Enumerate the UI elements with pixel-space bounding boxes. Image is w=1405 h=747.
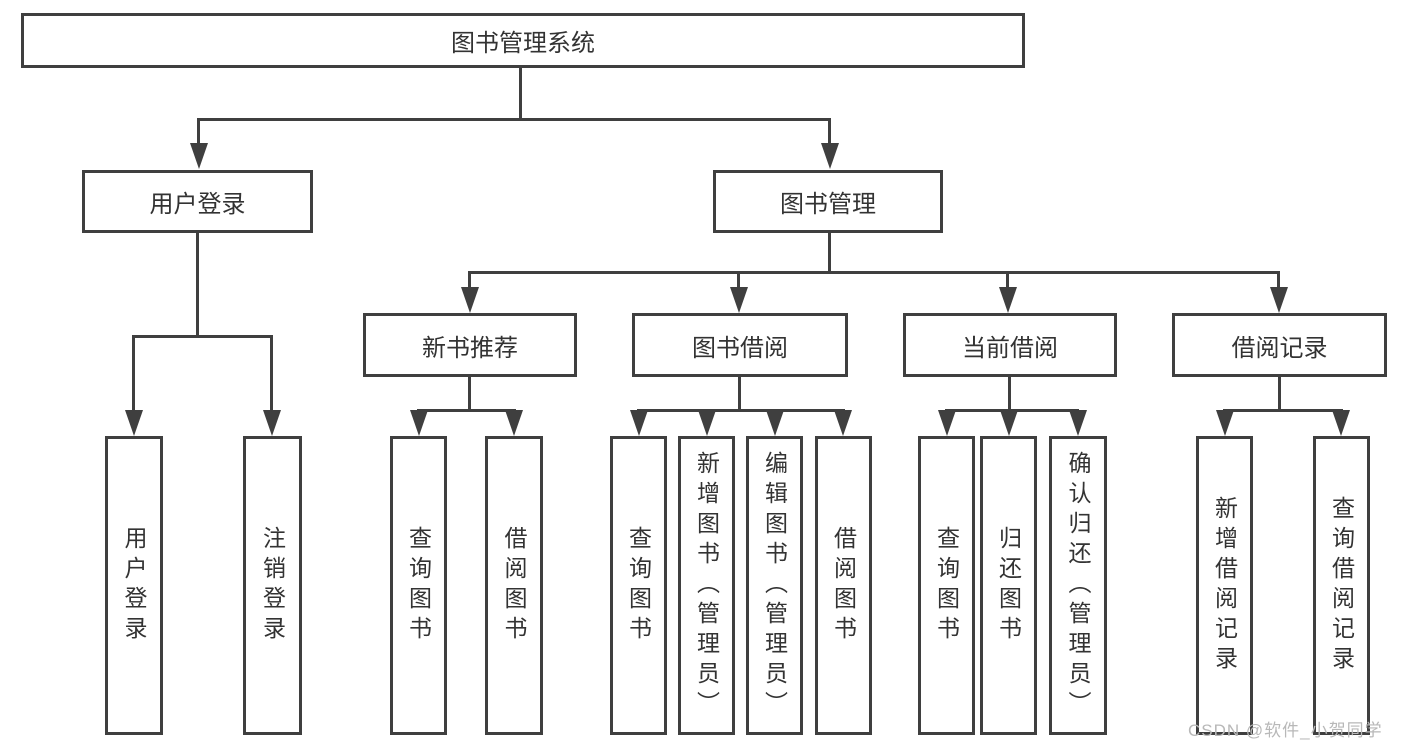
node-root-label: 图书管理系统: [451, 30, 595, 57]
connector-root-bar: [197, 118, 831, 121]
connector-user-login-right-shaft: [270, 335, 273, 412]
connector-book-mgmt-shaft-3: [1006, 271, 1009, 289]
node-borrowing-records: 借阅记录: [1172, 313, 1387, 377]
node-new-book-recommend-label: 新书推荐: [422, 334, 518, 362]
arrow-down-leaf-confirm-return: [1069, 410, 1087, 436]
arrow-down-book-borrowing: [730, 287, 748, 313]
leaf-edit-book-admin: 编辑图书（管理员）: [746, 436, 803, 735]
leaf-query-books-recommend: 查询图书: [390, 436, 447, 735]
connector-book-mgmt-shaft-1: [468, 271, 471, 289]
connector-user-login-bar: [132, 335, 273, 338]
arrow-down-new-book-recommend: [461, 287, 479, 313]
connector-current-borrow-stem: [1008, 377, 1011, 409]
arrow-down-leaf-query-recommend: [410, 410, 428, 436]
arrow-down-leaf-borrow-borrowing: [834, 410, 852, 436]
connector-new-rec-bar: [417, 409, 516, 412]
leaf-borrow-books-recommend-label: 借阅图书: [501, 525, 527, 646]
node-borrowing-records-label: 借阅记录: [1231, 334, 1328, 362]
leaf-add-book-admin: 新增图书（管理员）: [678, 436, 735, 735]
node-book-borrowing-label: 图书借阅: [692, 334, 788, 362]
node-book-management: 图书管理: [713, 170, 943, 233]
arrow-down-leaf-add-record: [1216, 410, 1234, 436]
node-book-borrowing: 图书借阅: [632, 313, 848, 377]
connector-book-mgmt-bar: [468, 271, 1280, 274]
leaf-borrow-books-borrowing: 借阅图书: [815, 436, 872, 735]
arrow-down-current-borrowing: [999, 287, 1017, 313]
leaf-query-borrow-record: 查询借阅记录: [1313, 436, 1370, 735]
arrow-down-borrowing-records: [1270, 287, 1288, 313]
arrow-down-book-management: [821, 143, 839, 169]
connector-book-mgmt-stem: [828, 233, 831, 271]
node-root: 图书管理系统: [21, 13, 1025, 68]
node-current-borrowing: 当前借阅: [903, 313, 1117, 377]
arrow-down-leaf-query-borrowing: [630, 410, 648, 436]
arrow-down-leaf-user-login: [125, 410, 143, 436]
node-user-login: 用户登录: [82, 170, 313, 233]
leaf-logout: 注销登录: [243, 436, 302, 735]
connector-root-right-shaft: [828, 118, 831, 146]
leaf-query-books-current: 查询图书: [918, 436, 975, 735]
leaf-edit-book-admin-label: 编辑图书（管理员）: [761, 450, 788, 721]
leaf-query-books-borrowing: 查询图书: [610, 436, 667, 735]
connector-new-rec-stem: [468, 377, 471, 409]
connector-user-login-left-shaft: [132, 335, 135, 412]
watermark: CSDN @软件_小贺同学: [1188, 721, 1383, 740]
connector-book-mgmt-shaft-4: [1277, 271, 1280, 289]
leaf-add-borrow-record-label: 新增借阅记录: [1211, 495, 1238, 676]
leaf-query-books-current-label: 查询图书: [933, 525, 960, 646]
leaf-return-book: 归还图书: [980, 436, 1037, 735]
leaf-confirm-return-admin-label: 确认归还（管理员）: [1065, 450, 1091, 721]
arrow-down-leaf-query-current: [938, 410, 956, 436]
connector-records-stem: [1278, 377, 1281, 409]
node-user-login-label: 用户登录: [149, 191, 246, 218]
node-current-borrowing-label: 当前借阅: [962, 334, 1058, 362]
arrow-down-leaf-add-book: [698, 410, 716, 436]
connector-user-login-stem: [196, 233, 199, 335]
arrow-down-leaf-borrow-recommend: [505, 410, 523, 436]
leaf-return-book-label: 归还图书: [995, 525, 1022, 646]
leaf-query-borrow-record-label: 查询借阅记录: [1328, 495, 1355, 676]
leaf-query-books-recommend-label: 查询图书: [405, 525, 432, 646]
node-new-book-recommend: 新书推荐: [363, 313, 577, 377]
connector-records-bar: [1223, 409, 1343, 412]
connector-root-left-shaft: [197, 118, 200, 146]
leaf-confirm-return-admin: 确认归还（管理员）: [1049, 436, 1107, 735]
arrow-down-leaf-edit-book: [766, 410, 784, 436]
leaf-add-book-admin-label: 新增图书（管理员）: [693, 450, 720, 721]
arrow-down-leaf-logout: [263, 410, 281, 436]
leaf-borrow-books-recommend: 借阅图书: [485, 436, 543, 735]
leaf-user-login-label: 用户登录: [121, 525, 147, 646]
leaf-logout-label: 注销登录: [259, 525, 286, 646]
leaf-query-books-borrowing-label: 查询图书: [625, 525, 652, 646]
arrow-down-leaf-return-book: [1000, 410, 1018, 436]
leaf-borrow-books-borrowing-label: 借阅图书: [830, 525, 857, 646]
connector-book-borrow-stem: [738, 377, 741, 409]
connector-book-mgmt-shaft-2: [737, 271, 740, 289]
leaf-add-borrow-record: 新增借阅记录: [1196, 436, 1253, 735]
leaf-user-login: 用户登录: [105, 436, 163, 735]
connector-root-stem: [519, 68, 522, 118]
connector-book-borrow-bar: [637, 409, 845, 412]
node-book-management-label: 图书管理: [780, 191, 876, 218]
arrow-down-leaf-query-record: [1332, 410, 1350, 436]
arrow-down-user-login: [190, 143, 208, 169]
